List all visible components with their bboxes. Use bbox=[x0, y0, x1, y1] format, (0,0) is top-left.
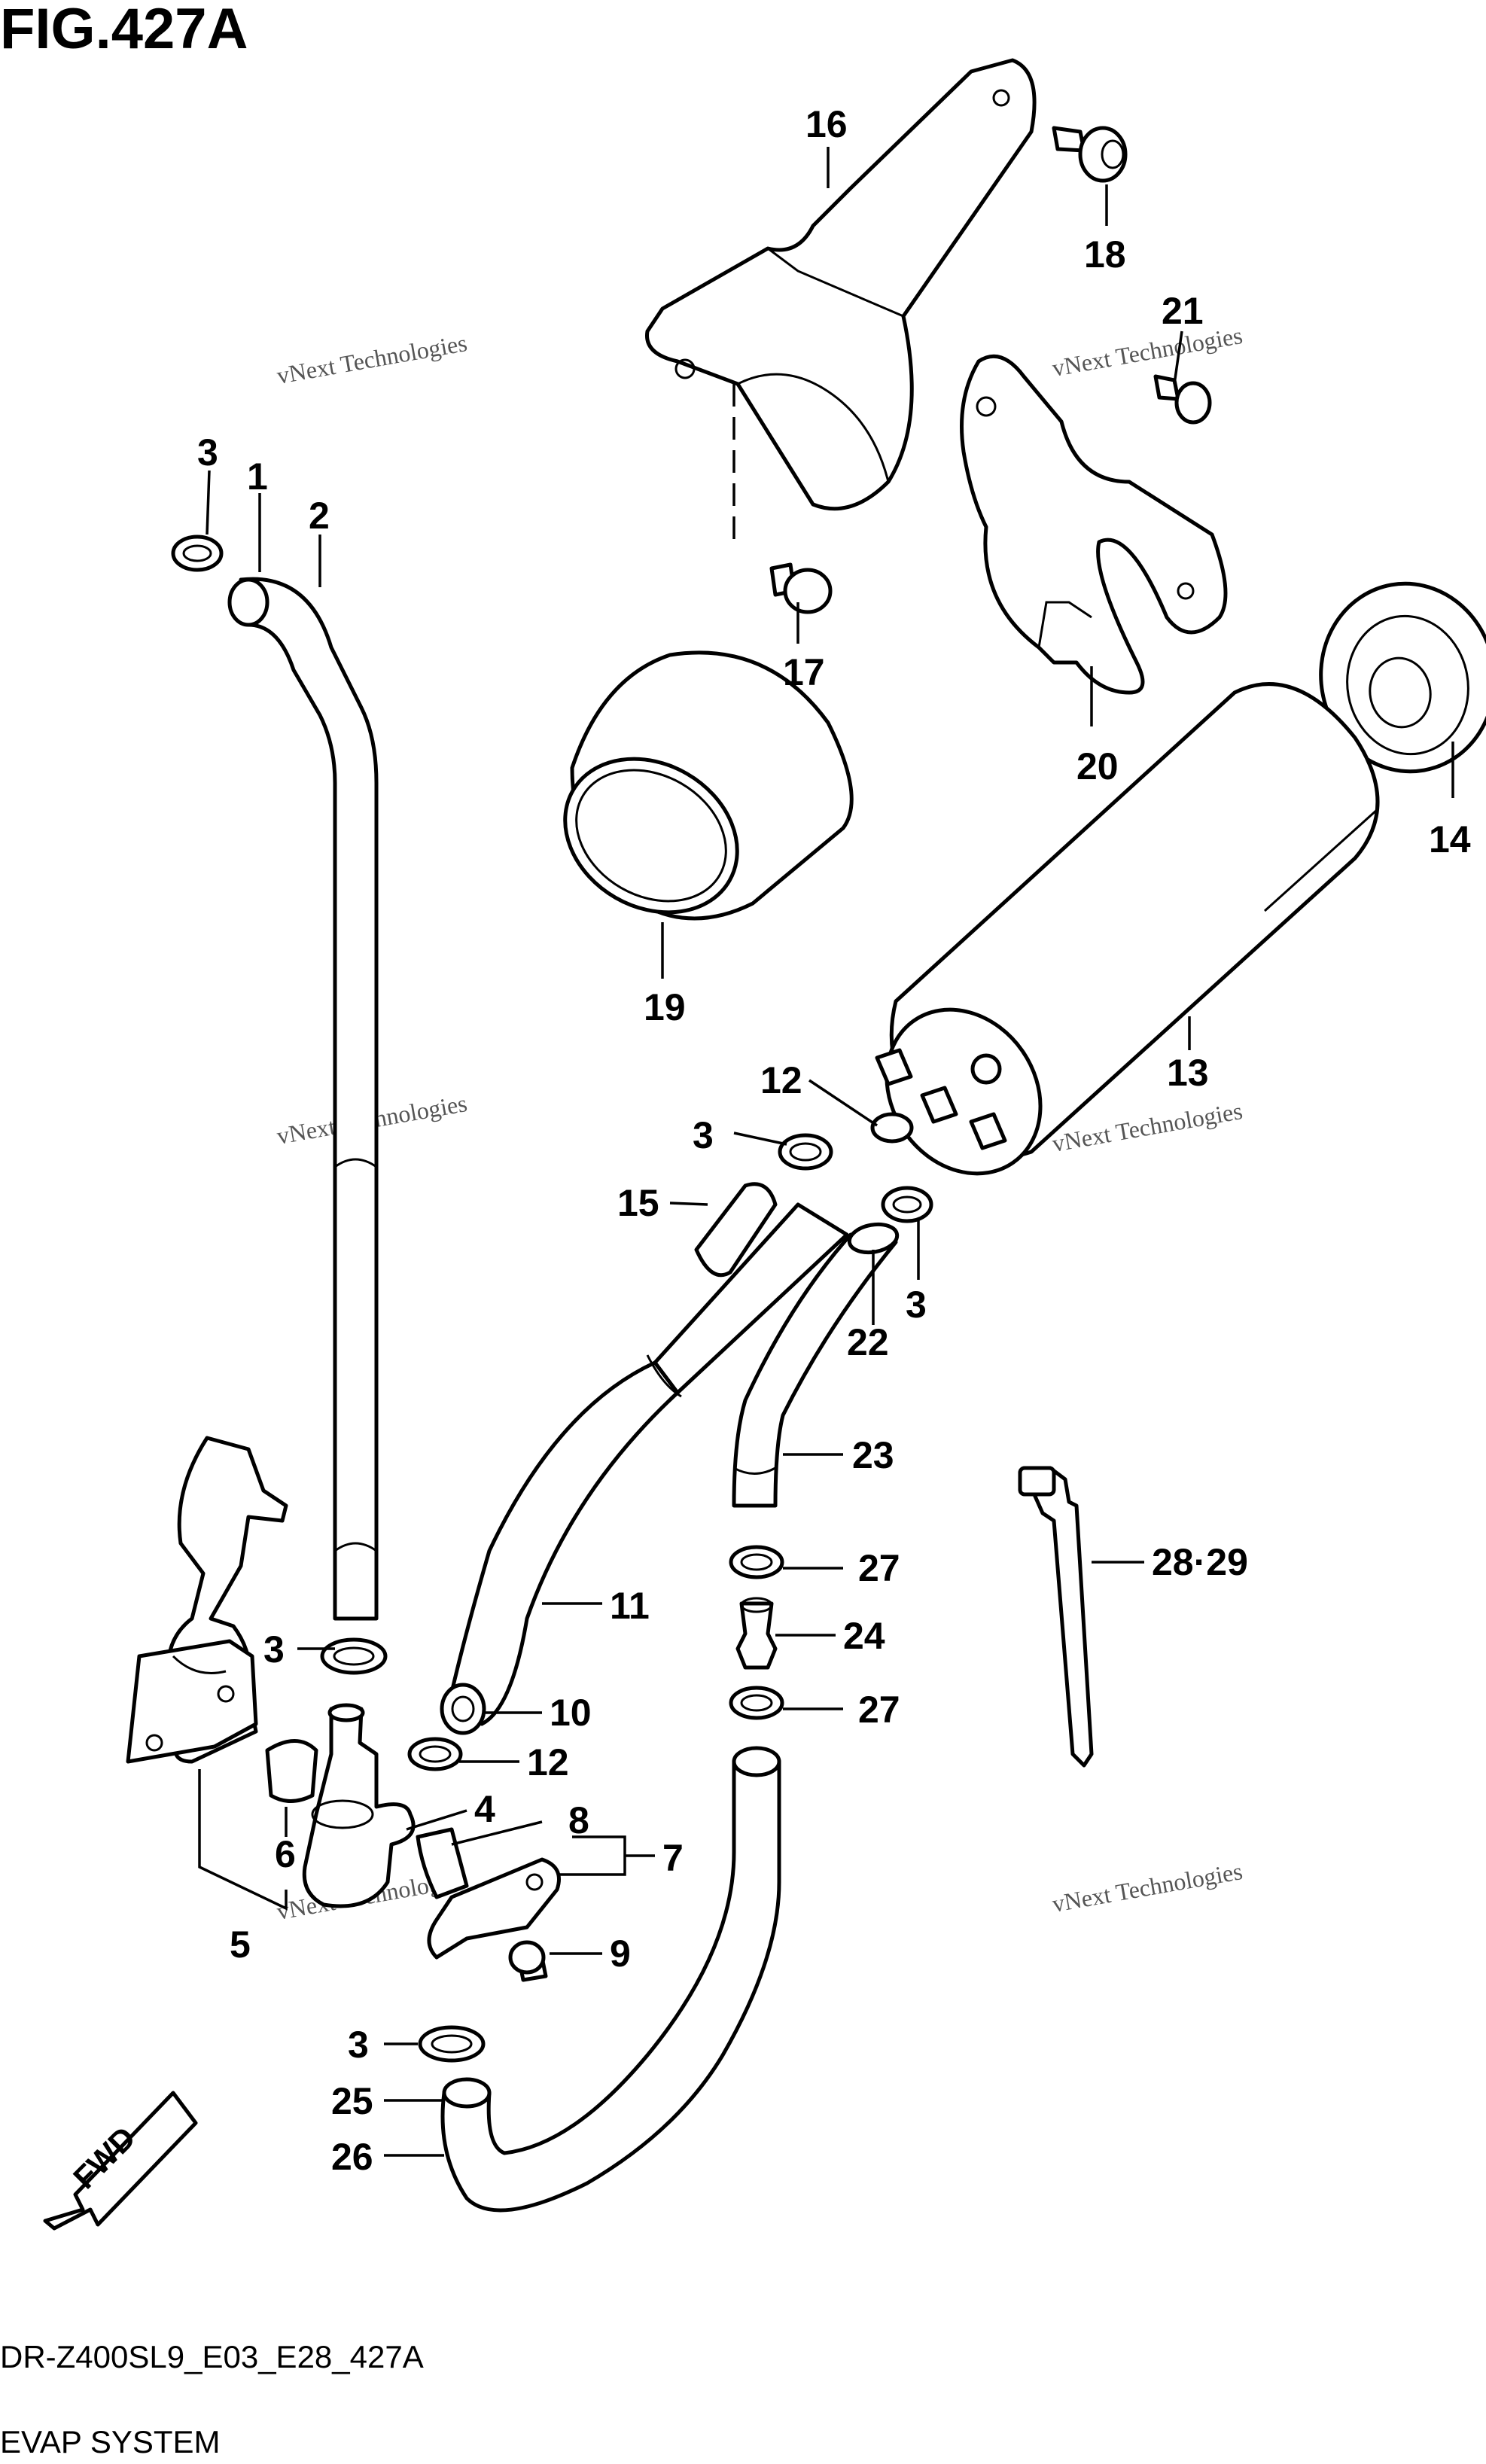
bolt-18 bbox=[1052, 126, 1128, 183]
clamp-12b bbox=[407, 1737, 463, 1771]
callout-3: 3 bbox=[906, 1284, 927, 1326]
cap-15 bbox=[694, 1182, 778, 1278]
callout-1: 1 bbox=[247, 455, 268, 498]
callout-9: 9 bbox=[610, 1933, 631, 1975]
callout-3: 3 bbox=[693, 1114, 714, 1156]
callout-11: 11 bbox=[610, 1585, 650, 1627]
clamp-bracket-20 bbox=[960, 354, 1228, 695]
callout-24: 24 bbox=[843, 1615, 885, 1657]
hose-22-23 bbox=[732, 1222, 900, 1508]
screw-9 bbox=[508, 1940, 548, 1982]
valve-4 bbox=[302, 1703, 416, 1908]
callout-5: 5 bbox=[230, 1923, 251, 1966]
callout-26: 26 bbox=[331, 2136, 373, 2178]
cap-19 bbox=[563, 650, 854, 921]
fwd-arrow-icon: FWD bbox=[43, 2091, 198, 2231]
watermark-text: vNext Technologies bbox=[1050, 321, 1244, 382]
bracket-16 bbox=[645, 58, 1037, 511]
grommet-6 bbox=[265, 1739, 318, 1803]
callout-18: 18 bbox=[1084, 233, 1126, 276]
callout-12: 12 bbox=[527, 1741, 569, 1783]
watermark-text: vNext Technologies bbox=[275, 329, 469, 389]
figure-title: FIG.427A bbox=[0, 0, 248, 61]
watermark-text: vNext Technologies bbox=[1050, 1857, 1244, 1917]
callout-20: 20 bbox=[1076, 745, 1119, 787]
connector-24 bbox=[735, 1597, 778, 1670]
cap-14 bbox=[1319, 581, 1486, 774]
clamp-3b bbox=[778, 1133, 833, 1171]
callout-3: 3 bbox=[197, 431, 218, 474]
callout-4: 4 bbox=[474, 1788, 495, 1830]
diagram-code: DR-Z400SL9_E03_E28_427A bbox=[0, 2339, 424, 2374]
canister-13 bbox=[875, 682, 1380, 1176]
cable-tie-28-29 bbox=[1018, 1466, 1094, 1768]
callout-27: 27 bbox=[858, 1547, 900, 1589]
bolt-21 bbox=[1153, 374, 1212, 425]
clamp-27a bbox=[729, 1545, 784, 1579]
clamp-3c bbox=[881, 1186, 933, 1223]
callout-3: 3 bbox=[348, 2024, 369, 2066]
callout-28-29: 28·29 bbox=[1152, 1541, 1248, 1583]
bracket-5 bbox=[126, 1436, 288, 1764]
clamp-3a bbox=[171, 535, 224, 572]
holder-8 bbox=[416, 1827, 561, 1960]
callout-22: 22 bbox=[847, 1321, 889, 1363]
clamp-27b bbox=[729, 1686, 784, 1720]
clamp-12a bbox=[870, 1112, 914, 1144]
callout-16: 16 bbox=[805, 103, 848, 145]
diagram-name: EVAP SYSTEM bbox=[0, 2424, 221, 2459]
leader-lines bbox=[198, 147, 1454, 2157]
clamp-3d bbox=[320, 1637, 388, 1675]
callout-13: 13 bbox=[1167, 1052, 1209, 1094]
callout-12: 12 bbox=[760, 1059, 802, 1101]
callout-10: 10 bbox=[550, 1692, 592, 1734]
callouts: 1 2 3 16 18 21 17 20 14 19 13 12 3 15 3 … bbox=[197, 103, 1471, 2178]
bolt-17 bbox=[769, 562, 833, 614]
clamp-3e bbox=[418, 2025, 486, 2063]
callout-14: 14 bbox=[1429, 818, 1471, 860]
callout-27: 27 bbox=[858, 1689, 900, 1731]
callout-21: 21 bbox=[1162, 290, 1204, 332]
callout-2: 2 bbox=[309, 495, 330, 537]
tube-1-2 bbox=[227, 577, 379, 1621]
callout-25: 25 bbox=[331, 2080, 373, 2122]
callout-8: 8 bbox=[568, 1799, 589, 1841]
callout-23: 23 bbox=[852, 1434, 894, 1476]
hose-11 bbox=[440, 1202, 849, 1735]
callout-3: 3 bbox=[263, 1628, 285, 1671]
callout-7: 7 bbox=[662, 1837, 684, 1879]
callout-6: 6 bbox=[275, 1833, 296, 1875]
callout-15: 15 bbox=[617, 1182, 659, 1224]
hose-25-26 bbox=[440, 1746, 781, 2213]
callout-17: 17 bbox=[783, 651, 825, 693]
callout-19: 19 bbox=[644, 986, 686, 1028]
